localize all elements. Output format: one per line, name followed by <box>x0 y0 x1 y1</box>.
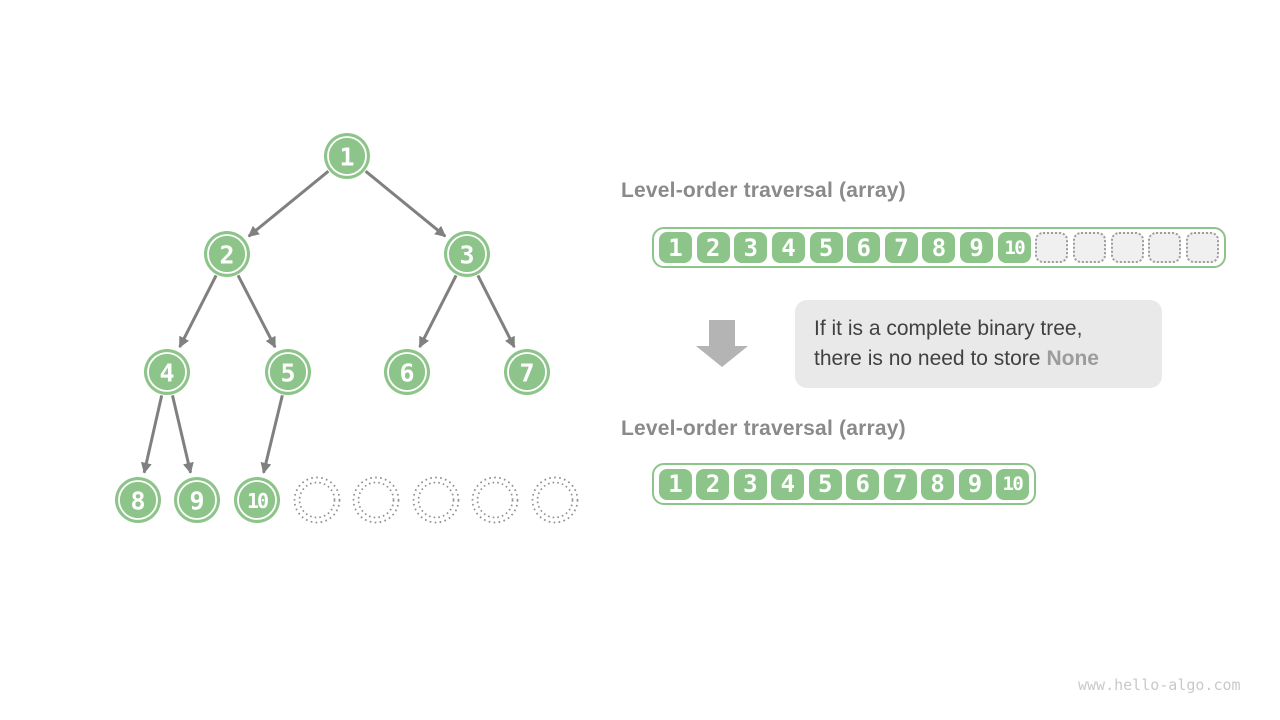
array-empty-cell <box>1148 232 1182 263</box>
none-keyword: None <box>1046 347 1099 370</box>
array-cell: 8 <box>922 232 956 263</box>
tree-node-label: 2 <box>219 241 234 270</box>
array-cell: 3 <box>733 468 767 500</box>
tree-edge <box>141 395 164 474</box>
note-box: If it is a complete binary tree, there i… <box>795 300 1162 388</box>
tree-edge <box>418 274 458 349</box>
bottom-array-heading: Level-order traversal (array) <box>621 417 906 440</box>
note-line-1: If it is a complete binary tree, <box>814 317 1083 340</box>
tree-node: 6 <box>384 349 430 395</box>
array-cell: 2 <box>696 468 730 500</box>
array-cell: 10 <box>995 468 1029 500</box>
tree-edge <box>171 395 194 474</box>
tree-node-label: 10 <box>247 489 268 513</box>
tree-node-label: 8 <box>130 487 145 516</box>
tree-node: 3 <box>444 231 490 277</box>
tree-node: 5 <box>265 349 311 395</box>
tree-node: 7 <box>504 349 550 395</box>
array-cell: 7 <box>884 232 918 263</box>
tree-node-label: 1 <box>339 143 354 172</box>
down-arrow-icon <box>696 320 748 367</box>
tree-node-label: 9 <box>189 487 204 516</box>
tree-node-label: 6 <box>399 359 414 388</box>
tree-node-label: 4 <box>159 359 174 388</box>
tree-edge <box>364 170 447 238</box>
tree-node-label: 3 <box>459 241 474 270</box>
tree-edge <box>178 274 218 349</box>
tree-edge <box>260 394 284 474</box>
note-line-2-text: there is no need to store <box>814 347 1041 370</box>
array-cell: 4 <box>771 232 805 263</box>
tree-placeholder-node <box>471 476 519 524</box>
watermark: www.hello-algo.com <box>1078 676 1241 694</box>
tree-node: 2 <box>204 231 250 277</box>
array-cell: 5 <box>809 232 843 263</box>
array-cell: 1 <box>659 468 692 500</box>
top-array-heading: Level-order traversal (array) <box>621 179 906 202</box>
array-cell: 9 <box>960 232 994 263</box>
tree-node-label: 7 <box>519 359 534 388</box>
tree-edge <box>476 274 516 349</box>
tree-edge <box>247 170 330 238</box>
tree-node-label: 5 <box>280 359 295 388</box>
tree-node: 8 <box>115 477 161 523</box>
array-cell: 8 <box>921 468 955 500</box>
tree-node: 10 <box>234 477 280 523</box>
array-cell: 7 <box>883 468 917 500</box>
array-cell: 4 <box>771 468 805 500</box>
tree-node: 1 <box>324 133 370 179</box>
array-cell: 6 <box>846 468 880 500</box>
tree-node: 4 <box>144 349 190 395</box>
tree-placeholder-node <box>412 476 460 524</box>
array-empty-cell <box>1110 232 1144 263</box>
tree-placeholder-node <box>293 476 341 524</box>
array-empty-cell <box>1073 232 1107 263</box>
array-empty-cell <box>1185 232 1219 263</box>
array-cell: 3 <box>734 232 768 263</box>
tree-edge <box>236 274 277 349</box>
array-cell: 9 <box>958 468 992 500</box>
tree-placeholder-node <box>352 476 400 524</box>
array-cell: 1 <box>659 232 692 263</box>
array-cell: 6 <box>847 232 881 263</box>
tree-node: 9 <box>174 477 220 523</box>
array-cell: 5 <box>808 468 842 500</box>
tree-placeholder-node <box>531 476 579 524</box>
array-empty-cell <box>1035 232 1069 263</box>
array-cell: 2 <box>696 232 730 263</box>
array-cell: 10 <box>997 232 1031 263</box>
